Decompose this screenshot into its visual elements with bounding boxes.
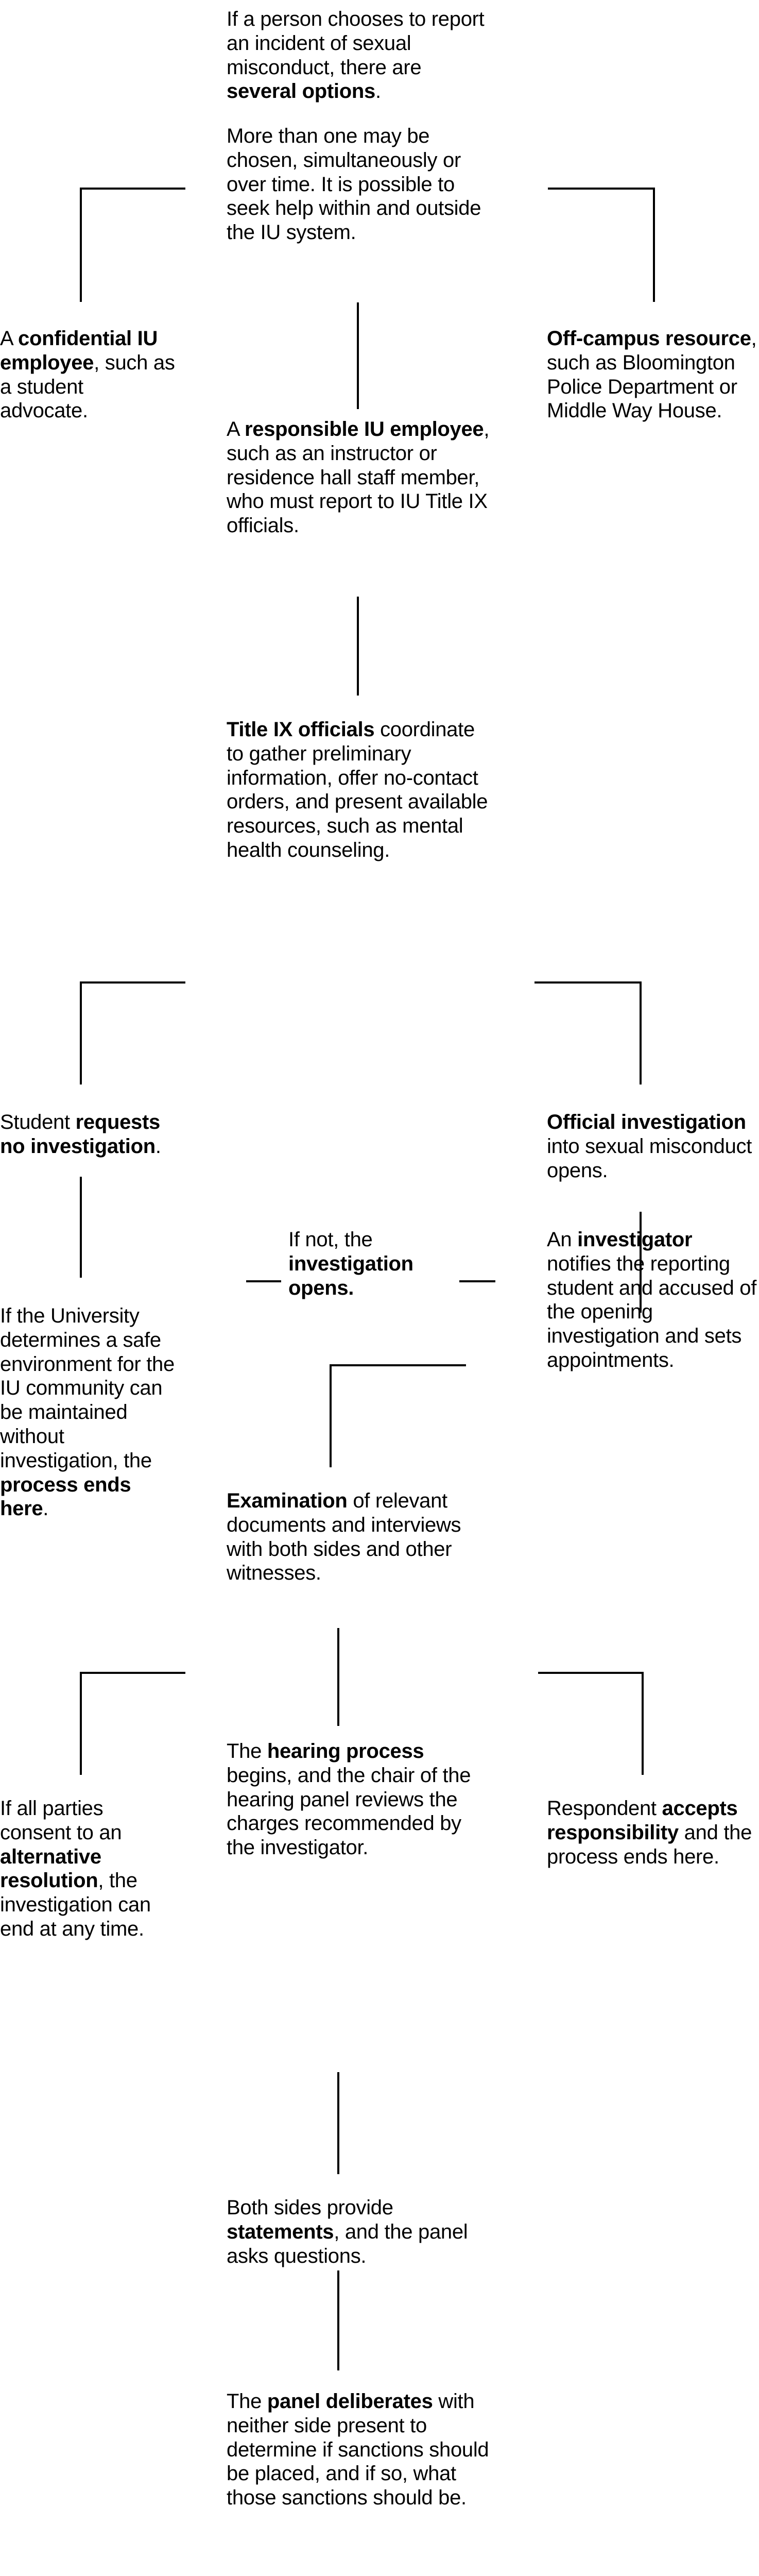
statements-emphasis: statements xyxy=(227,2220,334,2243)
connector-titleix-right-down xyxy=(640,981,642,1084)
responsible-emphasis: responsible IU employee xyxy=(245,418,484,440)
respondent-text-a: Respondent xyxy=(547,1797,662,1820)
node-confidential-employee: A confidential IU employee, such as a st… xyxy=(0,327,175,423)
statements-text-b: , and the panel asks questions. xyxy=(227,2220,468,2267)
no-investigation-text-a: Student xyxy=(0,1111,76,1133)
investigator-text-a: An xyxy=(547,1228,578,1251)
no-investigation-emphasis: requests no investigation xyxy=(0,1111,160,1158)
connector-to-examination-bar xyxy=(330,1364,466,1366)
connector-no-investigation-down xyxy=(80,1177,82,1278)
confidential-text-a: A xyxy=(0,327,18,350)
node-if-not-investigation-opens: If not, the investigation opens. xyxy=(288,1228,438,1300)
connector-examination-left-down xyxy=(80,1672,82,1775)
respondent-emphasis: accepts responsibility xyxy=(547,1797,738,1844)
alt-resolution-text-a: If all parties consent to an xyxy=(0,1797,122,1844)
node-examination: Examination of relevant documents and in… xyxy=(227,1489,494,1585)
node-requests-no-investigation: Student requests no investigation. xyxy=(0,1110,175,1159)
offcampus-emphasis: Off-campus resource xyxy=(547,327,751,350)
node-process-ends-here: If the University determines a safe envi… xyxy=(0,1304,175,1521)
titleix-text: coordinate to gather preliminary informa… xyxy=(227,718,488,861)
ifnot-emphasis: investigation opens. xyxy=(288,1252,413,1299)
node-panel-deliberates: The panel deliberates with neither side … xyxy=(227,2389,494,2510)
node-intro-options: If a person chooses to report an inciden… xyxy=(227,7,494,104)
process-ends-emphasis: process ends here xyxy=(0,1473,131,1520)
process-ends-text-b: . xyxy=(43,1497,49,1520)
hearing-text-b: begins, and the chair of the hearing pan… xyxy=(227,1764,471,1859)
connector-official-investigation-down xyxy=(640,1212,642,1313)
official-investigation-emphasis: Official investigation xyxy=(547,1111,746,1133)
connector-top-left-down xyxy=(80,188,82,302)
node-offcampus-resource: Off-campus resource, such as Bloomington… xyxy=(547,327,759,423)
process-ends-text-a: If the University determines a safe envi… xyxy=(0,1304,175,1472)
alt-resolution-text-b: , the investigation can end at any time. xyxy=(0,1869,151,1940)
statements-text-a: Both sides provide xyxy=(227,2196,393,2219)
intro-options-text-b: . xyxy=(375,80,381,103)
connector-titleix-branch-left xyxy=(80,981,185,984)
investigator-emphasis: investigator xyxy=(577,1228,693,1251)
connector-top-right-down xyxy=(653,188,655,302)
official-investigation-text: into sexual misconduct opens. xyxy=(547,1134,752,1182)
node-titleix-officials: Title IX officials coordinate to gather … xyxy=(227,718,494,862)
hearing-emphasis: hearing process xyxy=(267,1740,424,1762)
offcampus-text: , such as Bloomington Police Department … xyxy=(547,327,757,422)
investigator-text-b: notifies the reporting student and accus… xyxy=(547,1252,757,1371)
connector-examination-branch-right xyxy=(538,1672,644,1674)
connector-ifnot-dash-left xyxy=(246,1280,281,1282)
node-alternative-resolution: If all parties consent to an alternative… xyxy=(0,1797,175,1941)
intro-options-emphasis: several options xyxy=(227,80,375,103)
connector-ifnot-dash-right xyxy=(459,1280,495,1282)
node-investigator-notifies: An investigator notifies the reporting s… xyxy=(547,1228,759,1372)
confidential-emphasis: confidential IU employee xyxy=(0,327,158,374)
connector-examination-right-down xyxy=(642,1672,644,1775)
ifnot-text-a: If not, the xyxy=(288,1228,373,1251)
intro-more-text: More than one may be chosen, simultaneou… xyxy=(227,125,481,244)
node-respondent-accepts: Respondent accepts responsibility and th… xyxy=(547,1797,759,1869)
responsible-text-b: , such as an instructor or residence hal… xyxy=(227,418,490,537)
deliberates-text-a: The xyxy=(227,2390,267,2413)
connector-to-examination-down xyxy=(330,1364,332,1467)
connector-titleix-branch-right xyxy=(534,981,642,984)
respondent-text-b: and the process ends here. xyxy=(547,1821,752,1868)
connector-statements-to-deliberates xyxy=(337,2270,339,2370)
hearing-text-a: The xyxy=(227,1740,267,1762)
confidential-text-b: , such as a student advocate. xyxy=(0,351,175,422)
deliberates-emphasis: panel deliberates xyxy=(267,2390,433,2413)
node-intro-more-than-one: More than one may be chosen, simultaneou… xyxy=(227,124,494,245)
connector-titleix-left-down xyxy=(80,981,82,1084)
node-responsible-employee: A responsible IU employee, such as an in… xyxy=(227,417,494,538)
node-official-investigation: Official investigation into sexual misco… xyxy=(547,1110,759,1182)
examination-emphasis: Examination xyxy=(227,1489,348,1512)
connector-examination-center-down xyxy=(337,1628,339,1726)
titleix-emphasis: Title IX officials xyxy=(227,718,375,741)
connector-top-branch-right xyxy=(548,188,655,190)
connector-top-center-down xyxy=(357,302,359,409)
alt-resolution-emphasis: alternative resolution xyxy=(0,1845,101,1892)
node-both-sides-statements: Both sides provide statements, and the p… xyxy=(227,2196,494,2268)
connector-hearing-to-statements xyxy=(337,2072,339,2174)
no-investigation-text-b: . xyxy=(155,1134,161,1158)
connector-to-titleix xyxy=(357,597,359,696)
intro-options-text-a: If a person chooses to report an inciden… xyxy=(227,8,485,79)
deliberates-text-b: with neither side present to determine i… xyxy=(227,2390,489,2510)
connector-top-branch-left xyxy=(80,188,185,190)
responsible-text-a: A xyxy=(227,418,245,440)
node-hearing-process: The hearing process begins, and the chai… xyxy=(227,1739,494,1860)
examination-text: of relevant documents and interviews wit… xyxy=(227,1489,461,1585)
connector-examination-branch-left xyxy=(80,1672,185,1674)
